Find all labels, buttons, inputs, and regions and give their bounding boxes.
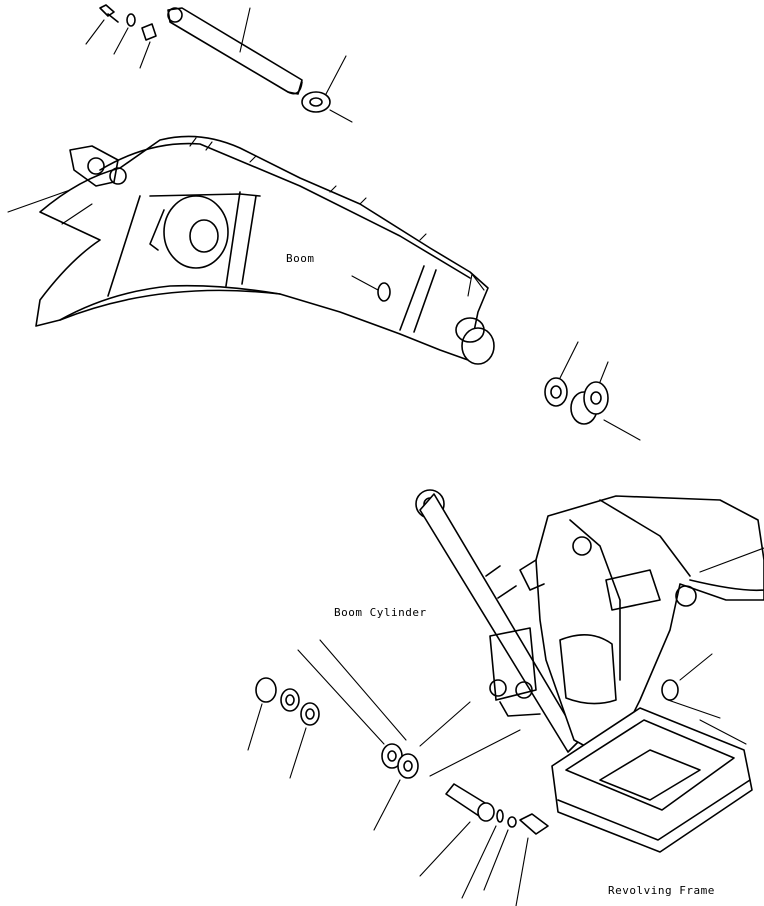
boom-foot-pin xyxy=(167,7,303,95)
boom-cylinder-foot-pin-group xyxy=(297,639,549,906)
revolving-frame: Revolving Frame xyxy=(489,495,764,897)
boom-foot-pin-group xyxy=(85,4,353,123)
boom-assembly: Boom xyxy=(7,135,495,365)
boom-nose-boss xyxy=(461,327,495,365)
washer-top xyxy=(113,13,136,55)
label-boom-cylinder: Boom Cylinder xyxy=(334,606,427,619)
boom-cylinder: Boom Cylinder xyxy=(334,489,581,753)
lock-plate-top xyxy=(139,23,157,69)
label-boom: Boom xyxy=(286,252,315,265)
spacer-top xyxy=(301,55,353,123)
boom-foot-spacers-left xyxy=(247,677,320,779)
bolt-top xyxy=(85,4,119,45)
label-revolving-frame: Revolving Frame xyxy=(608,884,715,897)
boom-cylinder-head-hardware xyxy=(544,341,641,441)
